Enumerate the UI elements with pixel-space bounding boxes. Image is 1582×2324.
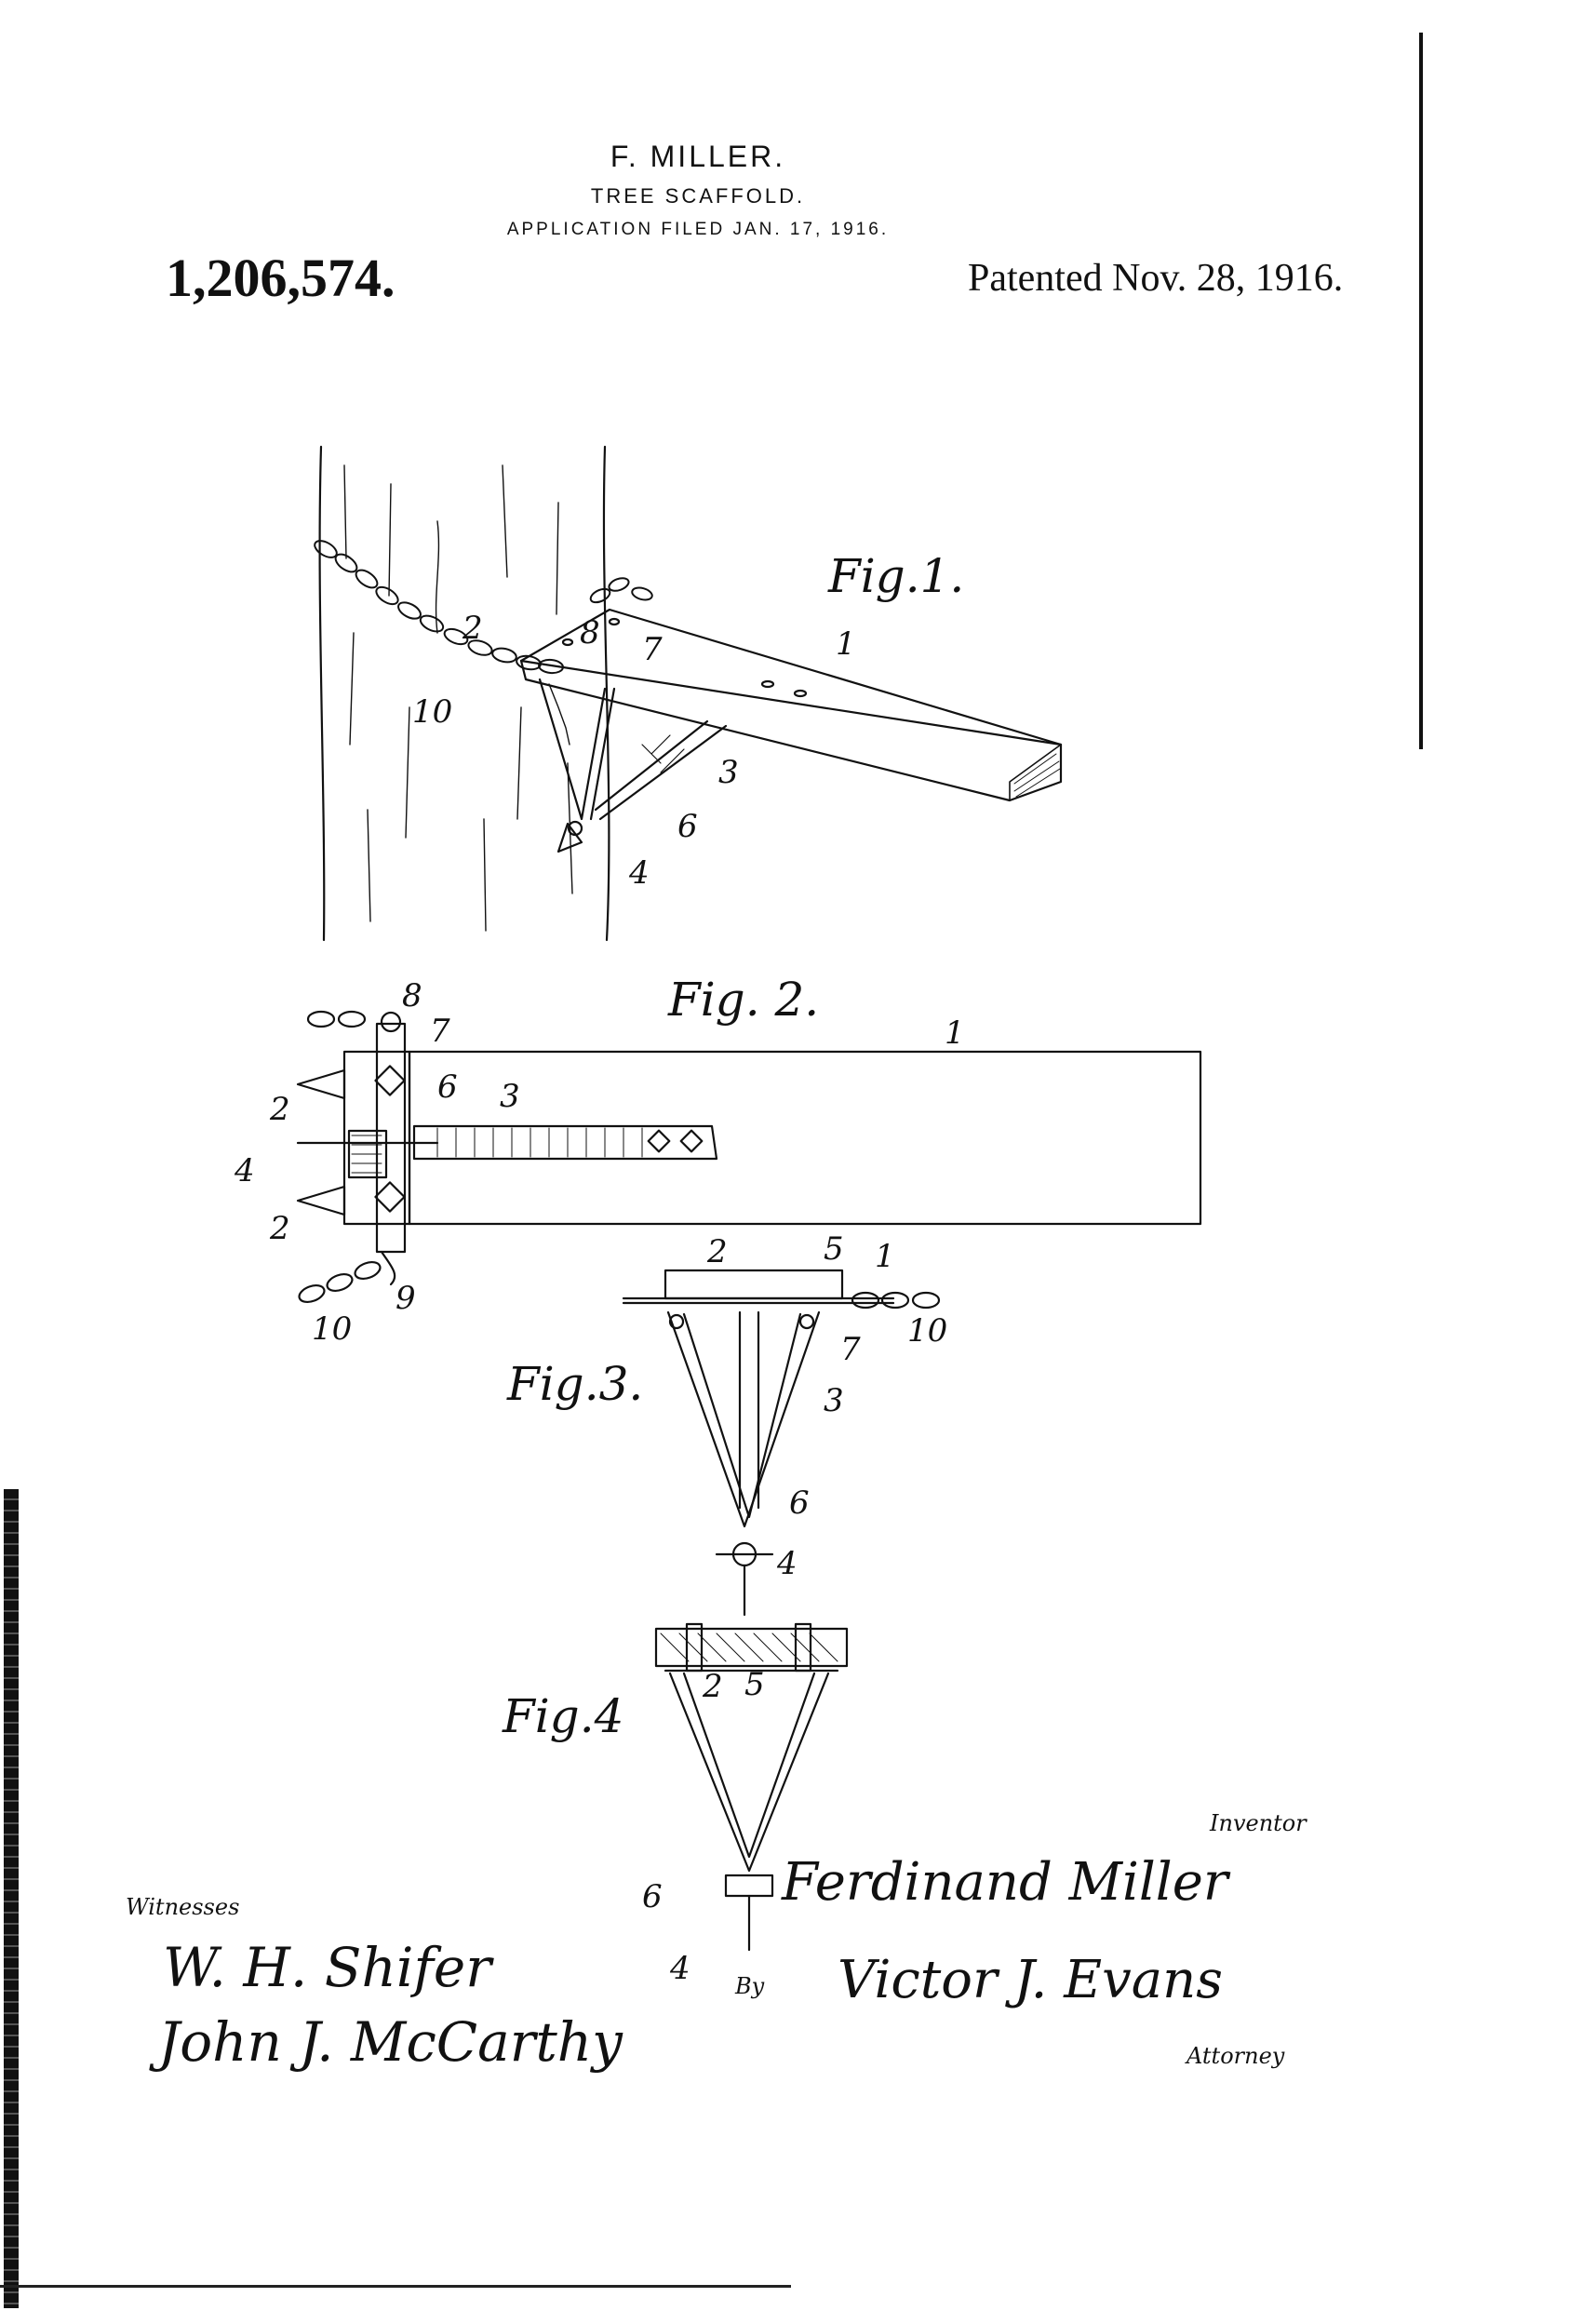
fig3-ref-1: 1 [875, 1238, 895, 1275]
left-binding-edge [4, 1489, 19, 2308]
witness-1-signature: W. H. Shifer [163, 1936, 491, 1999]
fig4-ref-4: 4 [670, 1950, 690, 1987]
fig2-ref-7: 7 [430, 1013, 450, 1050]
fig2-label: Fig. 2. [668, 973, 820, 1027]
fig3-label: Fig.3. [507, 1357, 644, 1411]
fig1-ref-3: 3 [718, 754, 739, 791]
fig4-drawing [654, 1622, 849, 1952]
fig4-label: Fig.4 [503, 1689, 624, 1743]
application-filed-date: APPLICATION FILED JAN. 17, 1916. [506, 220, 890, 239]
fig3-ref-6: 6 [789, 1484, 810, 1522]
fig1-drawing [314, 445, 1063, 942]
fig2-ref-3: 3 [500, 1078, 520, 1115]
right-border-line [1419, 33, 1423, 749]
fig4-ref-6: 6 [642, 1878, 663, 1915]
fig2-ref-8: 8 [402, 977, 422, 1014]
fig1-ref-7: 7 [642, 631, 663, 668]
fig3-ref-2: 2 [707, 1233, 728, 1270]
fig2-ref-6: 6 [437, 1068, 458, 1106]
fig3-drawing [622, 1269, 941, 1617]
fig2-drawing [296, 1010, 1202, 1304]
fig1-ref-4: 4 [629, 854, 650, 892]
fig1-ref-1: 1 [836, 625, 856, 663]
witness-2-signature: John J. McCarthy [158, 2010, 623, 2074]
fig1-label: Fig.1. [828, 549, 965, 603]
inventor-name-heading: F. MILLER. [610, 140, 786, 173]
fig3-ref-4: 4 [777, 1545, 798, 1582]
fig1-ref-6: 6 [677, 808, 698, 845]
patent-number: 1,206,574. [166, 248, 396, 308]
fig2-ref-10: 10 [312, 1310, 353, 1348]
fig2-ref-2-upper: 2 [270, 1091, 290, 1128]
by-label: By [735, 1973, 765, 1999]
fig3-ref-7: 7 [840, 1331, 861, 1368]
fig1-ref-10: 10 [412, 693, 453, 731]
witnesses-label: Witnesses [126, 1894, 240, 1920]
invention-title: TREE SCAFFOLD. [590, 184, 806, 208]
inventor-signature: Ferdinand Miller [782, 1852, 1228, 1913]
bottom-border-line [0, 2285, 791, 2288]
inventor-label: Inventor [1210, 1810, 1307, 1836]
fig1-ref-2: 2 [463, 610, 483, 647]
fig4-ref-5: 5 [744, 1666, 765, 1703]
fig3-ref-5: 5 [824, 1230, 844, 1268]
attorney-label: Attorney [1186, 2043, 1285, 2069]
fig1-ref-8: 8 [580, 614, 600, 652]
fig2-ref-9: 9 [396, 1280, 416, 1317]
patented-date: Patented Nov. 28, 1916. [968, 257, 1344, 300]
fig3-ref-10: 10 [907, 1312, 948, 1350]
fig2-ref-2-lower: 2 [270, 1210, 290, 1247]
fig2-ref-4: 4 [235, 1152, 255, 1189]
fig4-ref-2: 2 [703, 1668, 723, 1705]
attorney-signature: Victor J. Evans [838, 1950, 1223, 2010]
fig2-ref-1: 1 [945, 1014, 965, 1052]
fig3-ref-3: 3 [824, 1382, 844, 1419]
